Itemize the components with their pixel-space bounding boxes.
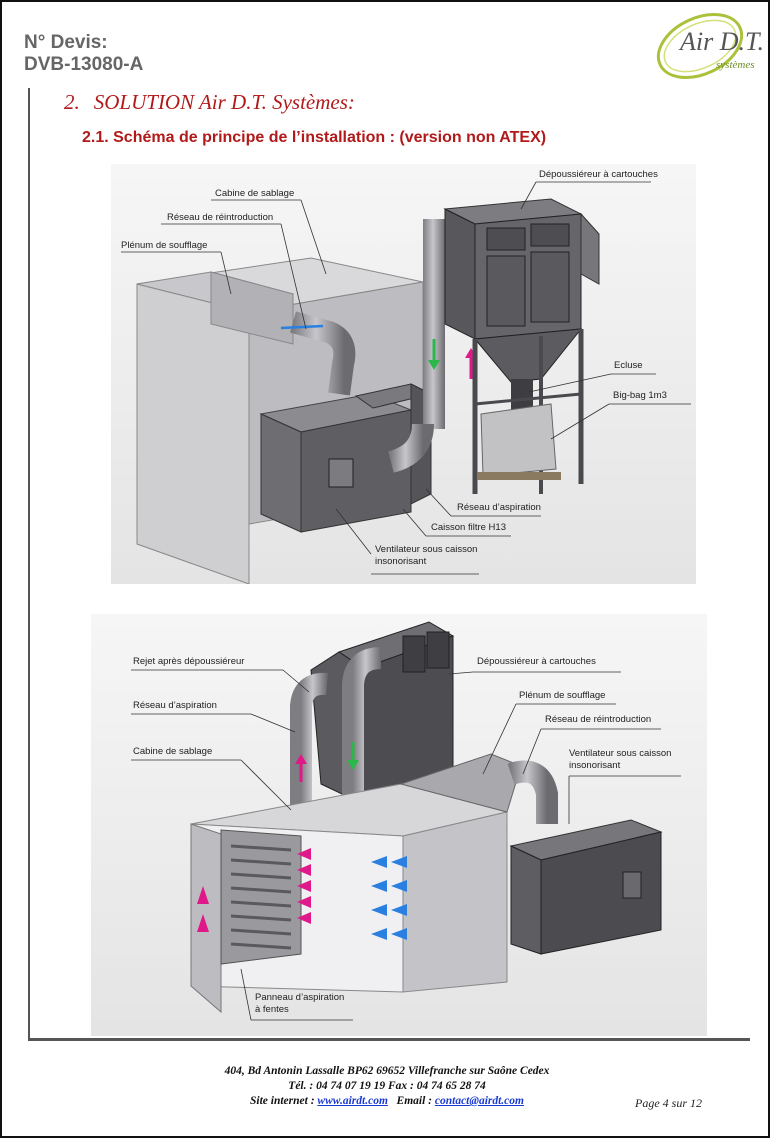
installation-diagram-2: Rejet après dépoussiéreur Réseau d’aspir… xyxy=(91,614,707,1036)
label-panneau-line2: à fentes xyxy=(255,1004,289,1015)
footer-rule xyxy=(28,1038,750,1041)
label-cabine: Cabine de sablage xyxy=(215,188,295,199)
page-footer: 404, Bd Antonin Lassalle BP62 69652 Vill… xyxy=(2,1064,770,1109)
label-ventilateur: Ventilateur sous caisson insonorisant xyxy=(569,748,671,772)
page-number: Page 4 sur 12 xyxy=(635,1096,702,1110)
label-reseau-aspi: Réseau d’aspiration xyxy=(457,502,541,513)
quote-number: DVB-13080-A xyxy=(24,54,144,75)
label-reseau-reintro: Réseau de réintroduction xyxy=(545,714,652,725)
label-ecluse: Ecluse xyxy=(614,360,643,371)
logo-subtext: systèmes xyxy=(716,59,755,71)
label-rejet: Rejet après dépoussiéreur xyxy=(133,656,245,667)
label-panneau-line1: Panneau d’aspiration xyxy=(255,992,345,1003)
email-link[interactable]: contact@airdt.com xyxy=(434,1095,524,1107)
label-ventilateur-line2: insonorisant xyxy=(375,556,427,567)
installation-diagram-1: Cabine de sablage Réseau de réintroducti… xyxy=(111,164,696,584)
label-depoussiereur: Dépoussiéreur à cartouches xyxy=(539,169,658,180)
label-caisson: Caisson filtre H13 xyxy=(431,522,506,533)
site-label: Site internet : xyxy=(250,1095,315,1107)
email-label: Email : xyxy=(396,1095,432,1107)
footer-contact: Site internet : www.airdt.com Email : co… xyxy=(2,1094,770,1109)
label-plenum: Plénum de soufflage xyxy=(519,690,606,701)
label-ventilateur-line1: Ventilateur sous caisson xyxy=(375,544,478,555)
site-link[interactable]: www.airdt.com xyxy=(317,1095,388,1107)
footer-phone: Tél. : 04 74 07 19 19 Fax : 04 74 65 28 … xyxy=(288,1080,486,1092)
subsection-heading: 2.1. Schéma de principe de l’installatio… xyxy=(82,129,547,146)
company-logo: Air D.T. systèmes xyxy=(650,8,768,80)
margin-rule xyxy=(28,88,30,1041)
logo-text: Air D.T. xyxy=(678,27,764,56)
label-panneau: Panneau d’aspiration à fentes xyxy=(255,992,344,1016)
label-reseau-reintro: Réseau de réintroduction xyxy=(167,212,274,223)
label-plenum: Plénum de soufflage xyxy=(121,240,208,251)
quote-header: N° Devis: DVB-13080-A xyxy=(24,32,143,76)
section-heading: 2. SOLUTION Air D.T. Systèmes: xyxy=(64,90,355,115)
installation-render-1 xyxy=(111,164,696,584)
label-bigbag: Big-bag 1m3 xyxy=(613,390,667,401)
section-number: 2. xyxy=(64,90,80,114)
label-ventilateur-line1: Ventilateur sous caisson xyxy=(569,748,672,759)
label-reseau-aspi: Réseau d’aspiration xyxy=(133,700,217,711)
label-cabine: Cabine de sablage xyxy=(133,746,213,757)
section-title: SOLUTION Air D.T. Systèmes: xyxy=(93,90,355,114)
label-ventilateur: Ventilateur sous caisson insonorisant xyxy=(375,544,477,568)
installation-render-2 xyxy=(91,614,707,1036)
footer-address: 404, Bd Antonin Lassalle BP62 69652 Vill… xyxy=(224,1065,550,1077)
label-depoussiereur: Dépoussiéreur à cartouches xyxy=(477,656,596,667)
quote-label: N° Devis: xyxy=(24,32,108,53)
label-ventilateur-line2: insonorisant xyxy=(569,760,621,771)
